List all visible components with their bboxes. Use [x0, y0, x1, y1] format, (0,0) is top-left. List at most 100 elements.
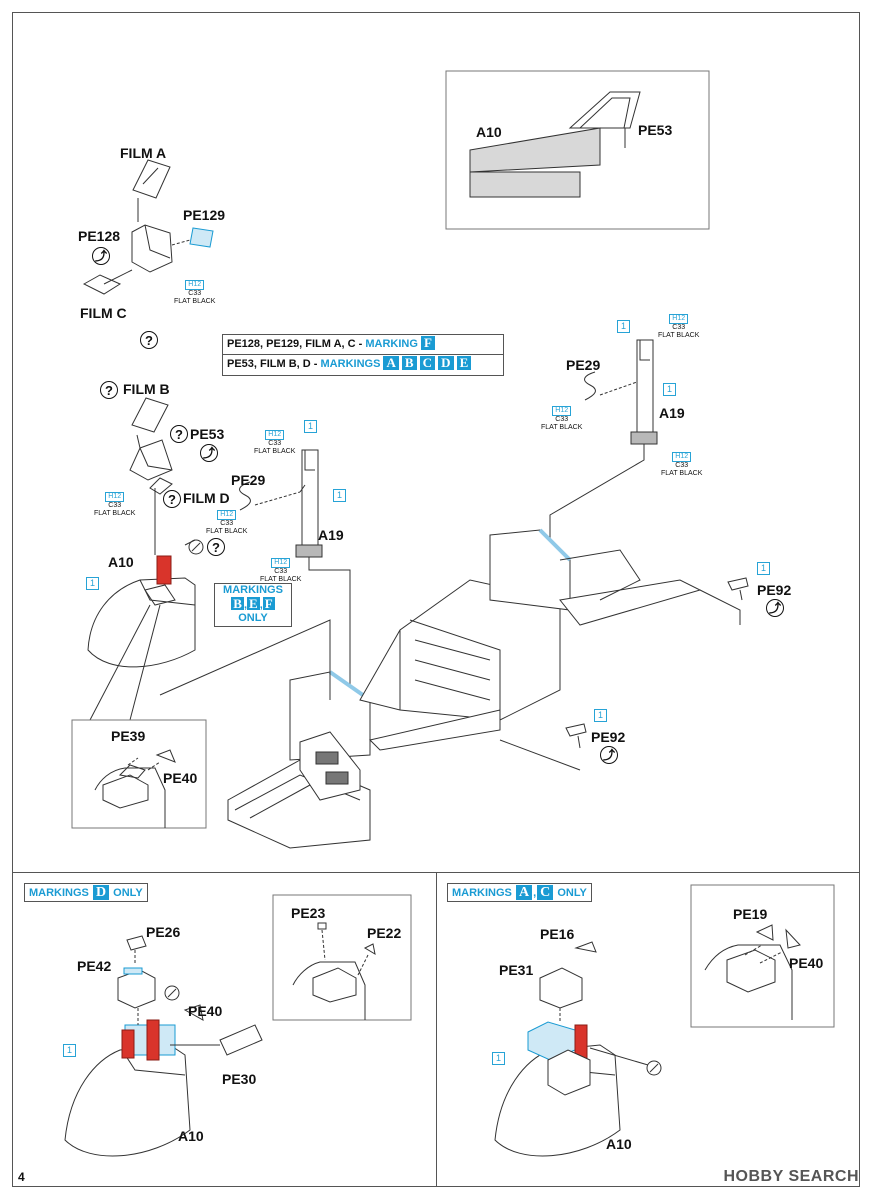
markings-d-banner: MARKINGS D ONLY	[24, 883, 148, 902]
markings-ac-suffix: ONLY	[557, 887, 587, 899]
markings-row-1: PE128, PE129, FILM A, C - MARKING F	[223, 335, 503, 355]
paint-flat-black: FLAT BLACK	[661, 470, 703, 477]
part-number-box: 1	[333, 489, 346, 502]
paint-h12: H12	[217, 510, 237, 520]
pe29-right-label: PE29	[566, 357, 601, 373]
pe22-label: PE22	[367, 925, 402, 941]
paint-flat-black: FLAT BLACK	[254, 448, 296, 455]
pe29-left-label: PE29	[231, 472, 266, 488]
a19-right-label: A19	[659, 405, 685, 421]
markings-d-prefix: MARKINGS	[29, 887, 89, 899]
pe30-label: PE30	[222, 1071, 257, 1087]
question-icon: ?	[163, 490, 181, 508]
film-a-label: FILM A	[120, 145, 167, 161]
markings-row-2: PE53, FILM B, D - MARKINGS A B C D E	[223, 355, 503, 374]
part-number-box: 1	[663, 383, 676, 396]
page-number: 4	[18, 1170, 25, 1184]
paint-callout: H12 C33 FLAT BLACK	[661, 452, 702, 478]
marking-box-b: B	[401, 356, 417, 370]
pe23-label: PE23	[291, 905, 326, 921]
paint-callout: H12 C33 FLAT BLACK	[94, 492, 135, 518]
paint-callout: H12 C33 FLAT BLACK	[658, 314, 699, 340]
marking-box-d: D	[438, 356, 454, 370]
paint-c33: C33	[268, 440, 282, 447]
paint-flat-black: FLAT BLACK	[174, 298, 216, 305]
marking-box-a: A	[383, 356, 399, 370]
marking-box-e: E	[247, 596, 260, 611]
paint-callout: H12 C33 FLAT BLACK	[174, 280, 215, 306]
part-number-box: 1	[617, 320, 630, 333]
pe92-top-label: PE92	[757, 582, 792, 598]
paint-c33: C33	[672, 324, 686, 331]
paint-callout: H12 C33 FLAT BLACK	[260, 558, 301, 584]
pe39-label: PE39	[111, 728, 146, 744]
paint-h12: H12	[265, 430, 285, 440]
paint-flat-black: FLAT BLACK	[94, 510, 136, 517]
a10-right-label: A10	[606, 1136, 632, 1152]
a10-left-label: A10	[178, 1128, 204, 1144]
paint-h12: H12	[552, 406, 572, 416]
marking-box-c: C	[419, 356, 436, 370]
paint-flat-black: FLAT BLACK	[206, 528, 248, 535]
paint-h12: H12	[185, 280, 205, 290]
paint-callout: H12 C33 FLAT BLACK	[541, 406, 582, 432]
paint-c33: C33	[220, 520, 234, 527]
markings-row-1-text: PE128, PE129, FILM A, C -	[227, 338, 366, 350]
paint-h12: H12	[105, 492, 125, 502]
paint-c33: C33	[274, 568, 288, 575]
paint-h12: H12	[271, 558, 291, 568]
pe92-bottom-label: PE92	[591, 729, 626, 745]
paint-flat-black: FLAT BLACK	[658, 332, 700, 339]
markings-bef-boxes: B,E,F	[231, 596, 275, 611]
pe31-label: PE31	[499, 962, 534, 978]
pe53-top-label: PE53	[638, 122, 673, 138]
paint-c33: C33	[555, 416, 569, 423]
question-icon: ?	[100, 381, 118, 399]
pe40-mid-label: PE40	[163, 770, 198, 786]
part-number-box: 1	[304, 420, 317, 433]
marking-box-e: E	[456, 356, 472, 370]
film-c-label: FILM C	[80, 305, 127, 321]
rotate-icon: ⤴	[600, 746, 618, 764]
section-divider-vertical	[436, 872, 437, 1187]
marking-box-f: F	[420, 336, 435, 350]
markings-d-suffix: ONLY	[113, 887, 143, 899]
rotate-icon: ⤴	[200, 444, 218, 462]
part-number-box: 1	[86, 577, 99, 590]
markings-row-2-text: PE53, FILM B, D -	[227, 358, 321, 370]
marking-box-f: F	[262, 596, 275, 611]
pe42-label: PE42	[77, 958, 112, 974]
question-icon: ?	[207, 538, 225, 556]
markings-row-2-marking: MARKINGS	[320, 358, 381, 370]
film-d-label: FILM D	[183, 490, 230, 506]
pe40-right-label: PE40	[789, 955, 824, 971]
paint-h12: H12	[669, 314, 689, 324]
pe40-left-label: PE40	[188, 1003, 223, 1019]
a10-mid-label: A10	[108, 554, 134, 570]
paint-c33: C33	[675, 462, 689, 469]
pe129-label: PE129	[183, 207, 226, 223]
markings-ac-prefix: MARKINGS	[452, 887, 512, 899]
paint-h12: H12	[672, 452, 692, 462]
question-icon: ?	[140, 331, 158, 349]
part-number-box: 1	[757, 562, 770, 575]
pe16-label: PE16	[540, 926, 575, 942]
pe19-label: PE19	[733, 906, 768, 922]
pe128-label: PE128	[78, 228, 121, 244]
paint-c33: C33	[188, 290, 202, 297]
marking-box-d: D	[92, 885, 110, 900]
markings-ac-banner: MARKINGS A,C ONLY	[447, 883, 592, 902]
marking-box-a: A	[515, 885, 533, 900]
rotate-icon: ⤴	[92, 247, 110, 265]
part-number-box: 1	[63, 1044, 76, 1057]
paint-callout: H12 C33 FLAT BLACK	[254, 430, 295, 456]
paint-flat-black: FLAT BLACK	[260, 576, 302, 583]
part-number-box: 1	[492, 1052, 505, 1065]
paint-c33: C33	[108, 502, 122, 509]
a10-top-label: A10	[476, 124, 502, 140]
watermark-logo: HOBBY SEARCH	[723, 1168, 859, 1185]
markings-bef-box: MARKINGS B,E,F ONLY	[214, 583, 292, 627]
a19-left-label: A19	[318, 527, 344, 543]
pe53-mid-label: PE53	[190, 426, 225, 442]
marking-box-b: B	[231, 596, 244, 611]
